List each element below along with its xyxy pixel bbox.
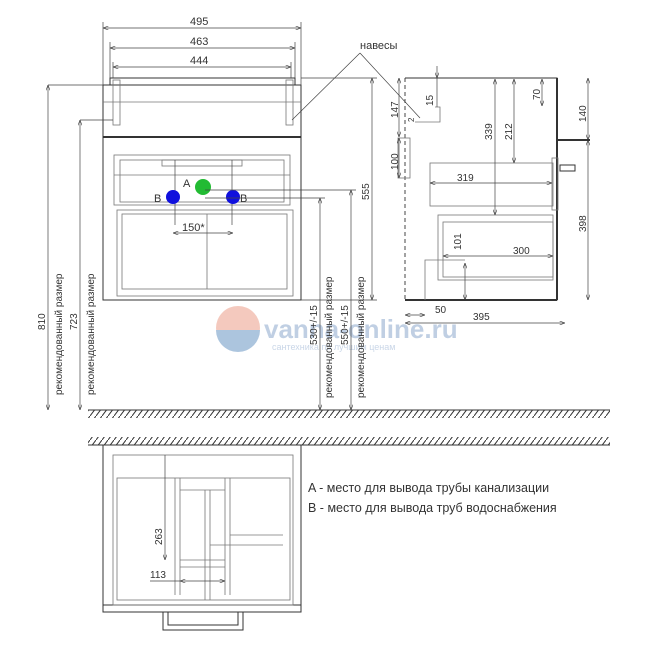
legend-a: A - место для вывода трубы канализации <box>308 481 549 495</box>
front-view: A B B 150* 495 463 444 навесы 810 рекоме… <box>37 16 421 410</box>
frog-logo-icon <box>216 306 260 350</box>
dim-319: 319 <box>457 173 474 184</box>
dim-15: 15 <box>425 94 436 106</box>
legend-b: B - место для вывода труб водоснабжения <box>308 501 557 515</box>
rec-label-530: рекомендованный размер <box>324 276 335 398</box>
hangers-label: навесы <box>360 40 398 52</box>
dim-147: 147 <box>390 101 401 118</box>
dim-444: 444 <box>190 55 208 67</box>
dim-100: 100 <box>390 153 401 170</box>
water-point-b-left <box>166 190 180 204</box>
dim-263: 263 <box>154 528 165 545</box>
drain-point-a <box>195 179 211 195</box>
dim-101: 101 <box>453 233 464 250</box>
rec-label-810: рекомендованный размер <box>54 273 65 395</box>
dim-723: 723 <box>69 313 80 330</box>
label-b-right: B <box>240 193 247 205</box>
dim-530: 530+/-15 <box>309 305 320 345</box>
watermark-tagline: сантехника по лучшим ценам <box>272 342 395 352</box>
wall-hatch <box>88 437 610 445</box>
dim-2: 2 <box>407 117 416 122</box>
label-b-left: B <box>154 193 161 205</box>
dim-140: 140 <box>578 105 589 122</box>
dim-463: 463 <box>190 36 208 48</box>
dim-339: 339 <box>484 123 495 140</box>
top-view: 263 113 <box>102 445 302 631</box>
label-a: A <box>183 178 191 190</box>
water-point-b-right <box>226 190 240 204</box>
dim-70: 70 <box>532 88 543 100</box>
dim-212: 212 <box>504 123 515 140</box>
rec-label-550: рекомендованный размер <box>356 276 367 398</box>
dim-300: 300 <box>513 246 530 257</box>
dim-555: 555 <box>361 183 372 200</box>
dim-550: 550+/-15 <box>340 305 351 345</box>
rec-label-723: рекомендованный размер <box>86 273 97 395</box>
dim-398: 398 <box>578 215 589 232</box>
dim-150: 150* <box>182 222 205 234</box>
dim-395: 395 <box>473 312 490 323</box>
floor-hatch <box>88 410 610 418</box>
side-view: 147 15 100 339 212 70 140 398 319 101 30… <box>390 66 590 323</box>
dim-495: 495 <box>190 16 208 28</box>
watermark-brand: vanna-online.ru <box>264 314 458 344</box>
dim-113: 113 <box>150 570 166 581</box>
dim-810: 810 <box>37 313 48 330</box>
watermark: vanna-online.ru сантехника по лучшим цен… <box>216 306 458 352</box>
dim-50: 50 <box>435 305 447 316</box>
